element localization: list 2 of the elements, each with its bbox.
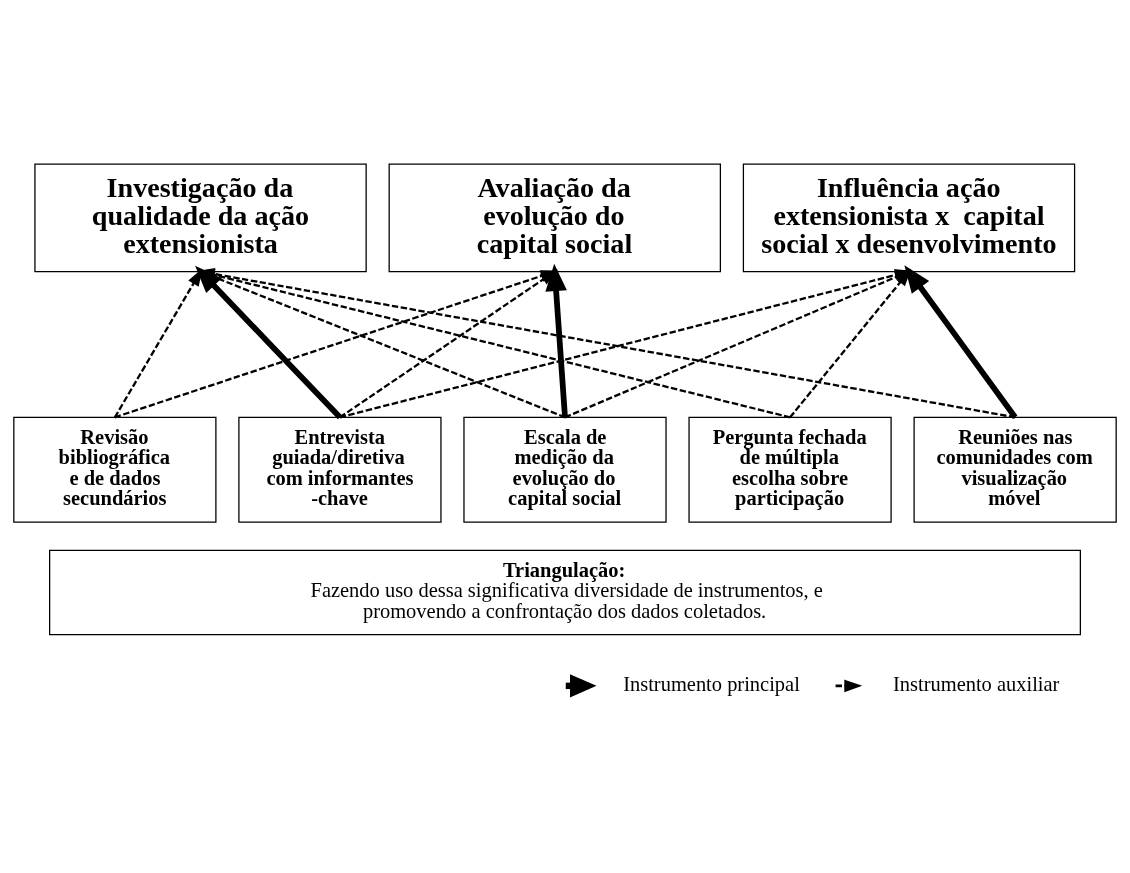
legend-label: Instrumento principal [623, 672, 800, 695]
legend-label: Instrumento auxiliar [893, 672, 1060, 695]
